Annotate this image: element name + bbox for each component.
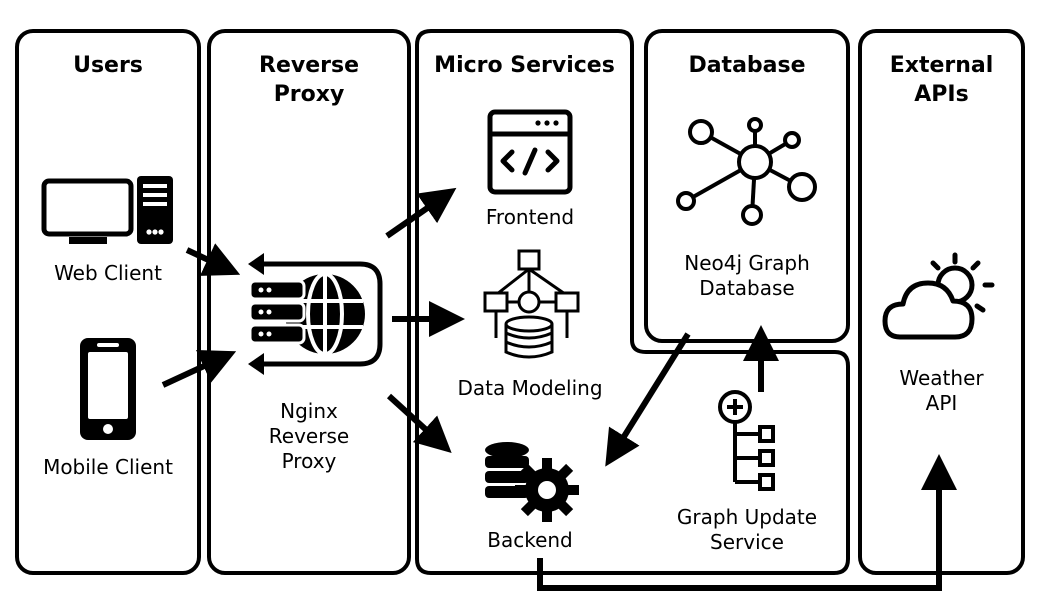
tree-add-icon xyxy=(718,390,775,491)
nginx-label-line-3: Proxy xyxy=(281,449,337,473)
reverse-proxy-panel-title: Reverse Proxy xyxy=(209,51,409,109)
arrow-web-to-proxy xyxy=(185,243,241,276)
external-apis-title-line-2: APIs xyxy=(914,82,969,107)
frontend-label: Frontend xyxy=(485,205,575,229)
desktop-computer-icon xyxy=(41,176,173,244)
web-client-label: Web Client xyxy=(54,261,162,285)
data-modeling-label: Data Modeling xyxy=(457,376,603,400)
micro-services-panel-title: Micro Services xyxy=(434,53,615,78)
database-gear-icon xyxy=(485,442,579,522)
arrow-proxy-to-frontend xyxy=(385,187,457,239)
weather-label-line-2: API xyxy=(925,391,958,415)
weather-cloud-sun-icon xyxy=(882,252,995,340)
arrow-database-to-backend xyxy=(605,332,691,467)
database-panel-title: Database xyxy=(688,53,806,78)
arrow-backend-to-weather xyxy=(537,454,957,591)
graph-update-label: Graph Update Service xyxy=(646,505,848,555)
backend-label: Backend xyxy=(487,528,573,552)
graph-network-icon xyxy=(676,117,817,226)
mobile-client-label: Mobile Client xyxy=(43,455,173,479)
external-apis-panel-title: External APIs xyxy=(860,51,1023,109)
nginx-label-line-2: Reverse xyxy=(268,424,350,448)
smartphone-icon xyxy=(80,338,136,440)
data-model-icon xyxy=(483,249,580,359)
micro-services-panel xyxy=(415,29,850,575)
nginx-label: Nginx Reverse Proxy xyxy=(209,399,409,474)
code-window-icon xyxy=(487,109,573,195)
neo4j-label-line-1: Neo4j Graph xyxy=(684,251,810,275)
server-globe-icon xyxy=(248,253,383,375)
reverse-proxy-title-line-1: Reverse xyxy=(259,53,359,78)
graph-update-label-line-2: Service xyxy=(710,530,784,554)
users-panel-title: Users xyxy=(73,53,143,78)
external-apis-title-line-1: External xyxy=(889,53,994,78)
weather-label: Weather API xyxy=(860,366,1023,416)
reverse-proxy-title-line-2: Proxy xyxy=(273,82,345,107)
arrow-proxy-to-backend xyxy=(386,393,452,454)
neo4j-label-line-2: Database xyxy=(699,276,795,300)
weather-label-line-1: Weather xyxy=(899,366,984,390)
neo4j-label: Neo4j Graph Database xyxy=(646,251,848,301)
graph-update-label-line-1: Graph Update xyxy=(676,505,818,529)
users-panel xyxy=(15,29,201,575)
nginx-label-line-1: Nginx xyxy=(280,399,338,423)
arrow-mobile-to-proxy xyxy=(161,349,237,388)
